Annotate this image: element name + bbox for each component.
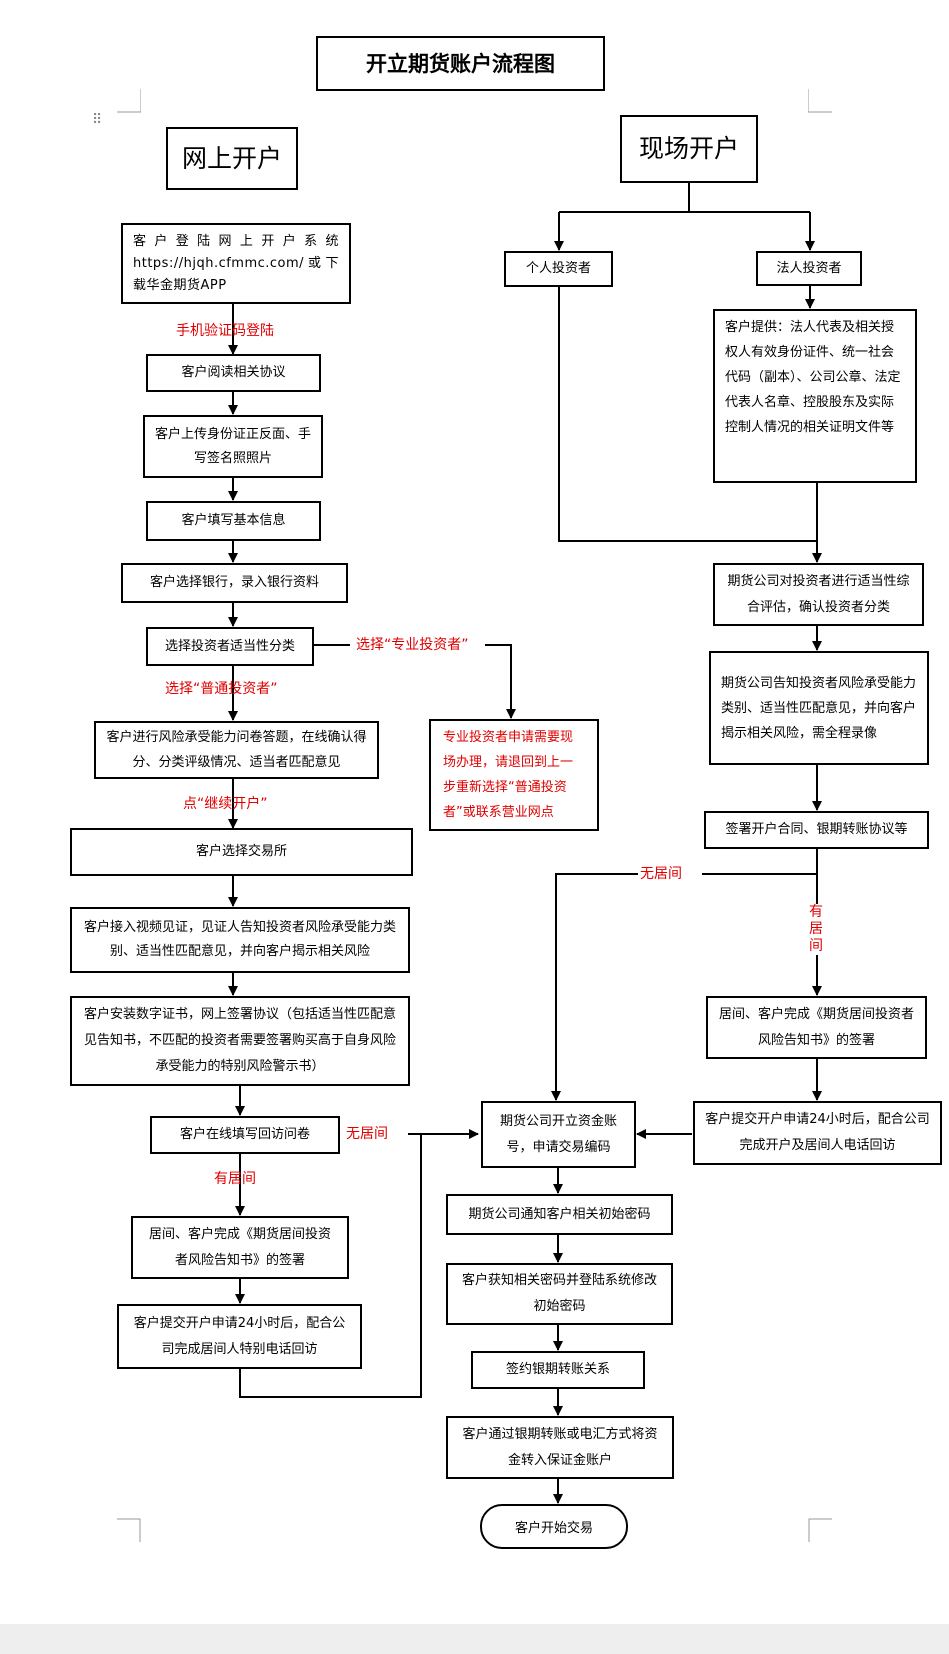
step-choose-exchange: 客户选择交易所 <box>70 828 413 876</box>
step-basic-info: 客户填写基本信息 <box>146 501 321 541</box>
label-choose-professional: 选择“专业投资者” <box>356 637 469 653</box>
arrow-pro-note <box>485 644 516 719</box>
step-read-agreement: 客户阅读相关协议 <box>146 354 321 392</box>
bottom-scrollbar[interactable] <box>0 1624 949 1654</box>
label-no-broker-onsite: 无居间 <box>640 866 682 882</box>
corner-mark-icon <box>117 1518 141 1542</box>
step-bank-link: 签约银期转账关系 <box>471 1351 645 1389</box>
label-sms-login: 手机验证码登陆 <box>176 323 274 339</box>
step-upload-id: 客户上传身份证正反面、手写签名照照片 <box>143 415 323 478</box>
step-video-witness: 客户接入视频见证，见证人告知投资者风险承受能力类别、适当性匹配意见，并向客户揭示… <box>70 907 410 973</box>
step-risk-quiz: 客户进行风险承受能力问卷答题，在线确认得分、分类评级情况、适当者匹配意见 <box>94 721 379 779</box>
step-login: 客户登陆网上开户系统https://hjqh.cfmmc.com/或下载华金期货… <box>121 223 351 304</box>
corner-mark-icon <box>808 1518 832 1542</box>
line-submit-loop <box>239 1134 422 1398</box>
label-has-broker-online: 有居间 <box>214 1171 256 1187</box>
step-revisit-survey: 客户在线填写回访问卷 <box>150 1116 340 1154</box>
step-assess: 期货公司对投资者进行适当性综合评估，确认投资者分类 <box>713 563 924 626</box>
label-no-broker-online: 无居间 <box>346 1126 388 1142</box>
step-change-password: 客户获知相关密码并登陆系统修改初始密码 <box>446 1263 673 1325</box>
step-open-account: 期货公司开立资金账号，申请交易编码 <box>481 1101 636 1168</box>
label-has-broker-onsite: 有 居 间 <box>809 904 823 955</box>
step-sign-contract: 签署开户合同、银期转账协议等 <box>704 811 929 849</box>
note-professional: 专业投资者申请需要现场办理，请退回到上一步重新选择“普通投资者”或联系营业网点 <box>429 719 599 831</box>
label-choose-normal: 选择“普通投资者” <box>165 681 278 697</box>
label-continue: 点“继续开户” <box>183 796 268 812</box>
step-broker-sign-online: 居间、客户完成《期货居间投资者风险告知书》的签署 <box>131 1216 349 1279</box>
step-inform-risk: 期货公司告知投资者风险承受能力类别、适当性匹配意见，并向客户揭示相关风险，需全程… <box>709 651 929 765</box>
online-header: 网上开户 <box>166 127 298 190</box>
line-individual-merge <box>558 286 817 542</box>
individual-investor: 个人投资者 <box>504 251 613 287</box>
legal-documents: 客户提供：法人代表及相关授权人有效身份证件、统一社会代码（副本）、公司公章、法定… <box>713 309 917 483</box>
corner-mark-icon <box>117 89 141 113</box>
step-submit-24h-onsite: 客户提交开户申请24小时后，配合公司完成开户及居间人电话回访 <box>693 1101 942 1165</box>
step-notify-password: 期货公司通知客户相关初始密码 <box>446 1194 673 1235</box>
page-title: 开立期货账户流程图 <box>316 36 605 91</box>
end-start-trading: 客户开始交易 <box>480 1504 628 1549</box>
step-bank-info: 客户选择银行，录入银行资料 <box>121 563 348 603</box>
step-deposit: 客户通过银期转账或电汇方式将资金转入保证金账户 <box>446 1416 674 1479</box>
step-digital-cert: 客户安装数字证书，网上签署协议（包括适当性匹配意见告知书，不匹配的投资者需要签署… <box>70 996 410 1086</box>
step-submit-24h-online: 客户提交开户申请24小时后，配合公司完成居间人特别电话回访 <box>117 1304 362 1369</box>
corner-mark-icon <box>808 89 832 113</box>
arrow-nobroker-open <box>551 873 638 1101</box>
step-classify: 选择投资者适当性分类 <box>146 627 314 666</box>
onsite-header: 现场开户 <box>620 115 758 183</box>
step-broker-sign-onsite: 居间、客户完成《期货居间投资者风险告知书》的签署 <box>706 996 927 1059</box>
drag-handle-icon[interactable]: ⠿ <box>92 112 103 128</box>
legal-investor: 法人投资者 <box>756 251 862 286</box>
